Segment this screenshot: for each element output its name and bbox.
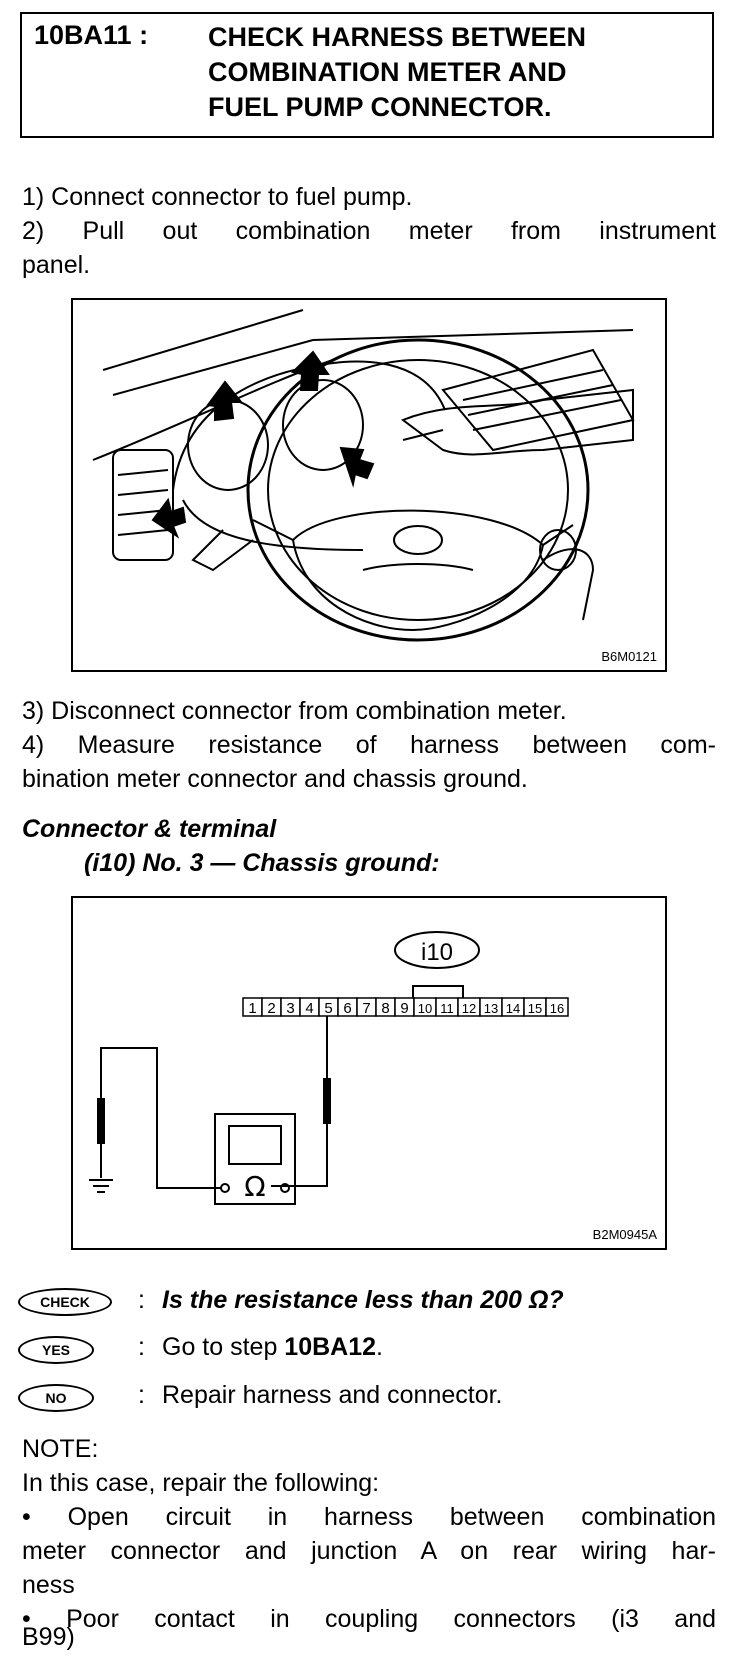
terminal-number: 1 <box>248 1000 256 1017</box>
connector-label-oval <box>394 931 480 969</box>
step-4-text-line-1: 4) Measure resistance of harness between… <box>22 731 716 759</box>
terminal-cell <box>545 997 569 1017</box>
figure-2-id: B2M0945A <box>592 1227 657 1242</box>
connector-label: i10 <box>421 939 453 966</box>
note-label: NOTE: <box>22 1435 99 1463</box>
step-title: CHECK HARNESS BETWEEN COMBINATION METER … <box>208 20 708 125</box>
note-bullet-1-line-2: meter connector and junction A on rear w… <box>22 1537 716 1565</box>
note-bullet-2-line-1: • Poor contact in coupling connectors (i… <box>22 1605 716 1633</box>
figure-combination-meter-removal: B6M0121 <box>71 298 667 672</box>
no-colon: : <box>138 1381 145 1409</box>
check-question: Is the resistance less than 200 Ω? <box>162 1286 564 1314</box>
terminal-number: 9 <box>400 1000 408 1017</box>
step-title-line-1: CHECK HARNESS BETWEEN <box>208 22 587 52</box>
spec-line: (i10) No. 3 — Chassis ground: <box>84 849 440 877</box>
terminal-number: 4 <box>305 1000 313 1017</box>
figure-1-id: B6M0121 <box>601 649 657 664</box>
no-badge: NO <box>18 1384 94 1412</box>
yes-colon: : <box>138 1333 145 1361</box>
terminal-number: 14 <box>506 1001 520 1016</box>
step-1-text: 1) Connect connector to fuel pump. <box>22 183 413 211</box>
step-2-text-line-1: 2) Pull out combination meter from instr… <box>22 217 716 245</box>
check-badge: CHECK <box>18 1288 112 1316</box>
step-code: 10BA11 : <box>34 20 149 50</box>
terminal-number: 8 <box>381 1000 389 1017</box>
spec-heading: Connector & terminal <box>22 815 277 843</box>
yes-prefix: Go to step <box>162 1333 285 1361</box>
terminal-number: 6 <box>343 1000 351 1017</box>
note-bullet-2-line-2: B99) <box>22 1623 75 1651</box>
step-title-line-2: COMBINATION METER AND <box>208 57 567 87</box>
yes-answer: Go to step 10BA12. <box>162 1333 383 1362</box>
terminal-number: 16 <box>550 1001 564 1016</box>
yes-badge: YES <box>18 1336 94 1364</box>
terminal-number: 11 <box>440 1001 454 1016</box>
step-2-text-line-2: panel. <box>22 251 91 279</box>
step-4-text-line-2: bination meter connector and chassis gro… <box>22 765 528 793</box>
step-title-line-3: FUEL PUMP CONNECTOR. <box>208 92 552 122</box>
note-bullet-1-line-1: • Open circuit in harness between combin… <box>22 1503 716 1531</box>
ohmmeter <box>214 1113 296 1205</box>
no-answer: Repair harness and connector. <box>162 1381 503 1409</box>
note-bullet-1-line-3: ness <box>22 1571 75 1599</box>
step-3-text: 3) Disconnect connector from combination… <box>22 697 567 725</box>
dashboard-illustration <box>92 309 635 642</box>
terminal-number: 10 <box>418 1001 432 1016</box>
terminal-number: 7 <box>362 1000 370 1017</box>
note-intro: In this case, repair the following: <box>22 1469 380 1497</box>
terminal-number: 5 <box>324 1000 332 1017</box>
terminal-number: 13 <box>484 1001 498 1016</box>
terminal-number: 15 <box>528 1001 542 1016</box>
terminal-number: 12 <box>462 1001 476 1016</box>
terminal-number: 3 <box>286 1000 294 1017</box>
terminal-number: 2 <box>267 1000 275 1017</box>
yes-suffix: . <box>376 1333 383 1361</box>
check-colon: : <box>138 1286 145 1314</box>
step-header-box: 10BA11 : CHECK HARNESS BETWEEN COMBINATI… <box>20 12 714 138</box>
ohm-symbol: Ω <box>244 1170 265 1203</box>
ground-symbol <box>89 1179 113 1193</box>
yes-step-link: 10BA12 <box>284 1333 377 1361</box>
